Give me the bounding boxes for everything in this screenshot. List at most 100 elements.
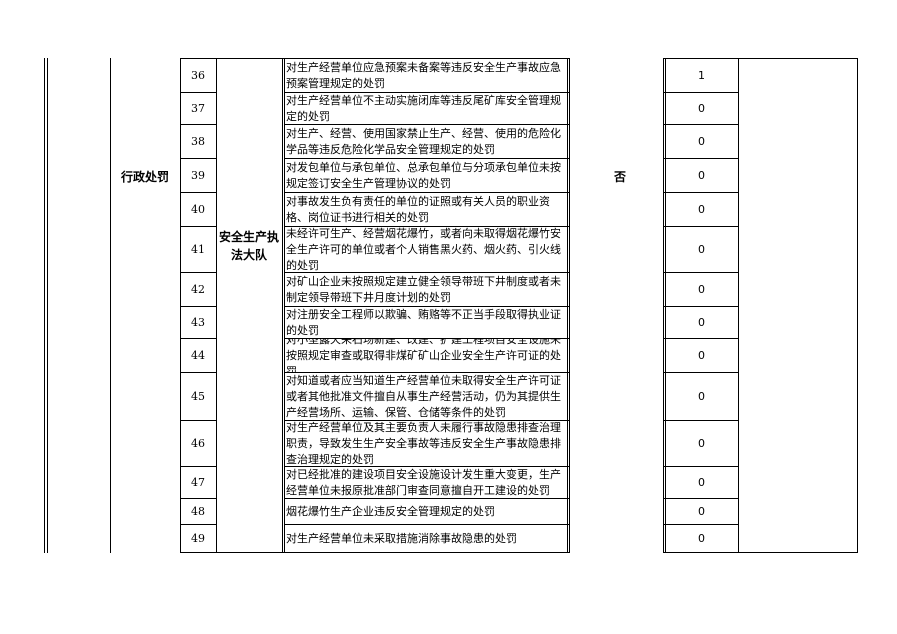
- row-border: [180, 272, 216, 273]
- row-border: [663, 524, 739, 525]
- column-border: [857, 58, 858, 553]
- row-count: 0: [698, 475, 705, 489]
- row-description: 对矿山企业未按照规定建立健全领导带班下井制度或者未制定领导带班下井月度计划的处罚: [286, 274, 561, 304]
- row-number: 37: [191, 101, 205, 115]
- column-border: [44, 58, 45, 553]
- row-description: 对小型露天采石场新建、改建、扩建工程项目安全设施未按照规定审查或取得非煤矿矿山企…: [286, 339, 561, 372]
- row-border: [180, 306, 216, 307]
- row-border: [284, 498, 570, 499]
- row-number: 39: [191, 168, 205, 182]
- row-border: [284, 192, 570, 193]
- row-description: 对事故发生负有责任的单位的证照或有关人员的职业资格、岗位证书进行相关的处罚: [286, 194, 550, 224]
- row-description: 对生产经营单位未采取措施消除事故隐患的处罚: [286, 531, 517, 545]
- row-description: 对生产经营单位不主动实施闭库等违反尾矿库安全管理规定的处罚: [286, 93, 561, 123]
- row-border: [180, 124, 216, 125]
- row-border: [663, 306, 739, 307]
- row-description: 对生产、经营、使用国家禁止生产、经营、使用的危险化学品等违反危险化学品安全管理规…: [286, 126, 561, 156]
- row-number: 46: [191, 436, 205, 450]
- column-border: [665, 58, 666, 553]
- row-border: [180, 466, 216, 467]
- row-number: 40: [191, 202, 205, 216]
- row-border: [663, 498, 739, 499]
- row-border: [284, 338, 570, 339]
- category-cell: 行政处罚: [120, 169, 169, 184]
- column-border: [567, 58, 568, 553]
- department-cell: 安全生产执法大队: [218, 230, 279, 262]
- row-border: [663, 192, 739, 193]
- row-count: 0: [698, 504, 705, 518]
- row-border: [663, 552, 858, 553]
- row-border: [284, 524, 570, 525]
- row-border: [284, 158, 570, 159]
- row-border: [180, 58, 570, 59]
- row-border: [663, 124, 739, 125]
- row-number: 36: [191, 68, 205, 82]
- row-border: [663, 158, 739, 159]
- row-count: 0: [698, 134, 705, 148]
- publish-flag-cell: 否: [613, 169, 626, 184]
- column-border: [180, 58, 181, 553]
- column-border: [47, 58, 48, 553]
- row-border: [180, 552, 570, 553]
- row-border: [284, 306, 570, 307]
- row-border: [663, 58, 858, 59]
- column-border: [216, 58, 217, 553]
- row-border: [284, 272, 570, 273]
- row-count: 0: [698, 348, 705, 362]
- row-number: 38: [191, 134, 205, 148]
- row-number: 48: [191, 504, 205, 518]
- row-border: [663, 92, 739, 93]
- row-description: 对已经批准的建设项目安全设施设计发生重大变更，生产经营单位未报原批准部门审查同意…: [286, 467, 561, 497]
- row-description: 烟花爆竹生产企业违反安全管理规定的处罚: [286, 504, 495, 518]
- row-description: 对生产经营单位应急预案未备案等违反安全生产事故应急预案管理规定的处罚: [286, 60, 561, 90]
- row-number: 42: [191, 282, 205, 296]
- row-border: [180, 338, 216, 339]
- row-number: 41: [191, 242, 205, 256]
- row-border: [663, 272, 739, 273]
- column-border: [110, 58, 111, 553]
- row-border: [180, 226, 216, 227]
- row-description: 对知道或者应当知道生产经营单位未取得安全生产许可证或者其他批准文件擅自从事生产经…: [286, 373, 561, 419]
- row-border: [284, 372, 570, 373]
- row-count: 0: [698, 531, 705, 545]
- column-border: [738, 58, 739, 553]
- row-border: [180, 92, 216, 93]
- row-number: 44: [191, 348, 205, 362]
- row-number: 45: [191, 389, 205, 403]
- column-border: [284, 58, 285, 553]
- row-border: [284, 420, 570, 421]
- row-number: 47: [191, 475, 205, 489]
- row-count: 0: [698, 101, 705, 115]
- column-border: [569, 58, 570, 553]
- row-border: [663, 466, 739, 467]
- row-count: 1: [698, 68, 705, 82]
- row-border: [180, 192, 216, 193]
- column-border: [282, 58, 283, 553]
- row-border: [180, 524, 216, 525]
- row-count: 0: [698, 282, 705, 296]
- row-border: [284, 226, 570, 227]
- row-description: 对生产经营单位及其主要负责人未履行事故隐患排查治理职责，导致发生生产安全事故等违…: [286, 421, 561, 466]
- column-border: [663, 58, 664, 553]
- row-border: [663, 226, 739, 227]
- row-description: 对发包单位与承包单位、总承包单位与分项承包单位未按规定签订安全生产管理协议的处罚: [286, 160, 561, 190]
- row-border: [663, 420, 739, 421]
- row-border: [284, 124, 570, 125]
- row-count: 0: [698, 202, 705, 216]
- row-description: 未经许可生产、经营烟花爆竹，或者向未取得烟花爆竹安全生产许可的单位或者个人销售黑…: [286, 227, 561, 272]
- row-border: [180, 158, 216, 159]
- row-border: [180, 420, 216, 421]
- row-number: 49: [191, 531, 205, 545]
- row-number: 43: [191, 315, 205, 329]
- row-count: 0: [698, 242, 705, 256]
- row-border: [284, 466, 570, 467]
- row-count: 0: [698, 168, 705, 182]
- row-border: [663, 372, 739, 373]
- row-border: [663, 338, 739, 339]
- row-count: 0: [698, 436, 705, 450]
- row-border: [180, 372, 216, 373]
- row-count: 0: [698, 315, 705, 329]
- row-border: [284, 92, 570, 93]
- row-border: [180, 498, 216, 499]
